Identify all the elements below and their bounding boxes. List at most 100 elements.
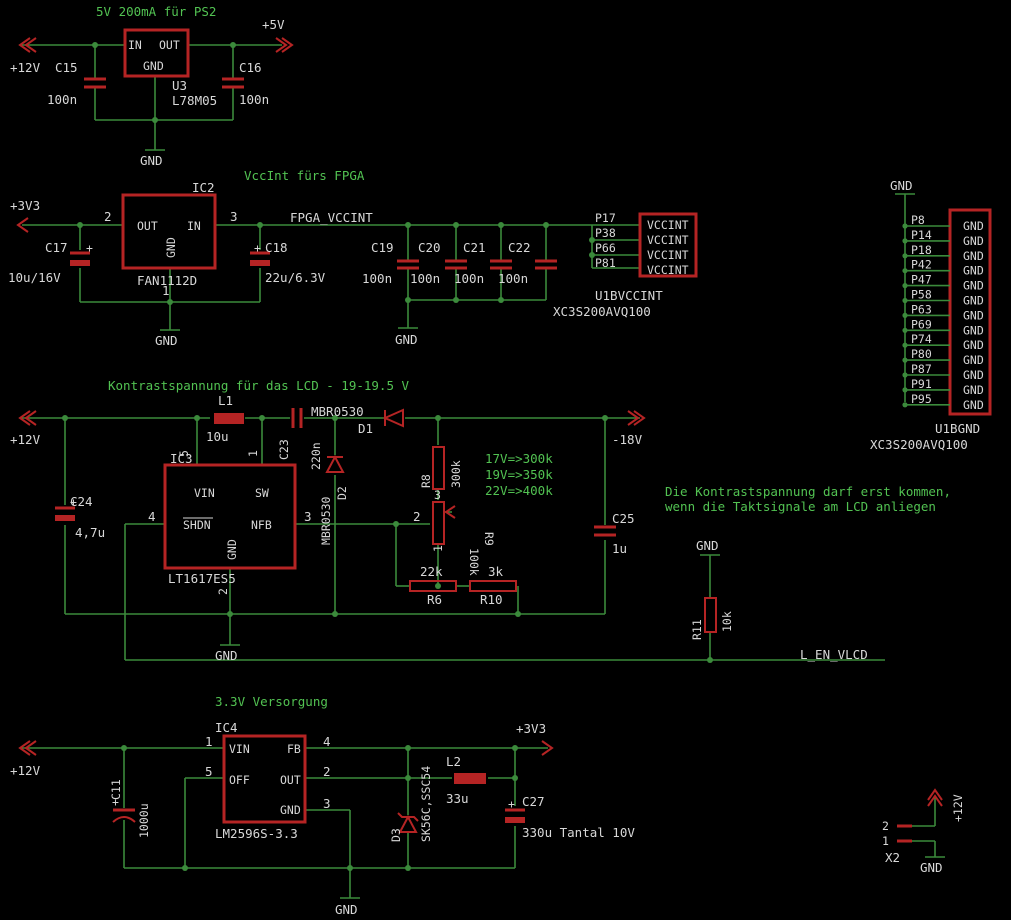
c27-value: 330u Tantal 10V — [522, 825, 635, 840]
note-hint-2: wenn die Taktsignale am LCD anliegen — [665, 499, 936, 514]
ic2-pin3: 3 — [230, 209, 238, 224]
l2-body — [454, 773, 486, 784]
gnd-pin-junction — [902, 372, 908, 378]
c22-value: 100n — [498, 271, 528, 286]
r9-value: 100k — [467, 548, 481, 576]
c19-value: 100n — [362, 271, 392, 286]
c27-ref: C27 — [522, 794, 545, 809]
gnd-u1bgnd: GND — [890, 178, 913, 193]
r9-body — [432, 501, 445, 545]
c23-value: 220n — [309, 442, 323, 470]
r9-ref: R9 — [482, 532, 496, 546]
gnd-pin-label: GND — [963, 294, 984, 308]
r11-value: 10k — [720, 611, 734, 632]
r8-body — [432, 446, 445, 490]
c18-value: 22u/6.3V — [265, 270, 326, 285]
svg-text:+: + — [86, 241, 93, 255]
ic3-gnd: GND — [225, 539, 239, 560]
ic3-pin4: 4 — [148, 509, 156, 524]
ic4-body — [222, 734, 307, 824]
gnd-pin-number: P80 — [911, 347, 932, 361]
r6-value: 22k — [420, 564, 443, 579]
pin-p17: P17 — [595, 211, 616, 225]
gnd-pin-number: P69 — [911, 317, 932, 331]
u1b-gnd-value: XC3S200AVQ100 — [870, 437, 968, 452]
r8-value: 300k — [449, 460, 463, 488]
supply-arrow-3v3-1 — [16, 217, 29, 233]
u3-out: OUT — [159, 38, 180, 52]
ic3-shdn: SHDN — [183, 518, 211, 532]
c25-ref: C25 — [612, 511, 635, 526]
pin-p81: P81 — [595, 256, 616, 270]
u3-value: L78M05 — [172, 93, 217, 108]
gnd-pin-label: GND — [963, 323, 984, 337]
svg-text:+: + — [70, 495, 77, 509]
c16-ref: C16 — [239, 60, 262, 75]
ic4-pin1: 1 — [205, 734, 213, 749]
vccint-lbl-2: VCCINT — [647, 233, 689, 247]
supply-arrow-5v — [275, 37, 294, 53]
c15-value: 100n — [47, 92, 77, 107]
ic2-out: OUT — [137, 219, 158, 233]
c19-ref: C19 — [371, 240, 394, 255]
gnd-vccint-2: GND — [395, 332, 418, 347]
ic4-out: OUT — [280, 773, 301, 787]
gnd-pin-junction — [902, 357, 908, 363]
gnd-pin-number: P95 — [911, 392, 932, 406]
gnd-pin-junction — [902, 312, 908, 318]
u3-ref: U3 — [172, 78, 187, 93]
ic4-value: LM2596S-3.3 — [215, 826, 298, 841]
ic2-body — [121, 193, 217, 270]
c20-value: 100n — [410, 271, 440, 286]
label-m18v: -18V — [612, 432, 643, 447]
wires-kontrast — [22, 417, 885, 661]
c11-value: 1000u — [137, 803, 151, 838]
pin-p38: P38 — [595, 226, 616, 240]
u1b-vccint-body — [638, 212, 698, 278]
label-12v-2: +12V — [10, 432, 41, 447]
ic2-gnd: GND — [164, 237, 178, 258]
ic3-pin5: 5 — [177, 450, 191, 457]
l2-value: 33u — [446, 791, 469, 806]
ic4-gnd: GND — [280, 803, 301, 817]
ic2-in: IN — [187, 219, 201, 233]
d3-ref: D3 — [389, 828, 403, 842]
x2-connector — [897, 788, 945, 858]
gnd-pin-number: P42 — [911, 258, 932, 272]
svg-text:+: + — [112, 795, 119, 809]
gnd-pin-number: P74 — [911, 332, 932, 346]
u3-gnd: GND — [143, 59, 164, 73]
u1b-vccint-ref: U1BVCCINT — [595, 288, 663, 303]
gnd-pin-junction — [902, 283, 908, 289]
ic4-ref: IC4 — [215, 720, 238, 735]
supply-arrow-m18v — [627, 410, 646, 426]
note-22v: 22V=>400k — [485, 483, 553, 498]
ic2-value: FAN1112D — [137, 273, 197, 288]
l1-ref: L1 — [218, 393, 233, 408]
r6-body — [409, 580, 457, 592]
vccint-lbl-3: VCCINT — [647, 248, 689, 262]
d1-symbol — [382, 408, 404, 428]
d1-ref: D1 — [358, 421, 373, 436]
ic3-sw: SW — [255, 486, 269, 500]
label-12v-x2: +12V — [951, 794, 965, 822]
title-ps2: 5V 200mA für PS2 — [96, 4, 216, 19]
net-fpga-vccint: FPGA_VCCINT — [290, 210, 373, 225]
gnd-pin-junction — [902, 342, 908, 348]
ic2-pin1: 1 — [162, 283, 170, 298]
c24-ref: C24 — [70, 494, 93, 509]
vccint-lbl-1: VCCINT — [647, 218, 689, 232]
ic2-pin2: 2 — [104, 209, 112, 224]
d1-part: MBR0530 — [311, 404, 364, 419]
vccint-lbl-4: VCCINT — [647, 263, 689, 277]
gnd-pin-label: GND — [963, 398, 984, 412]
label-3v3-1: +3V3 — [10, 198, 40, 213]
ic4-pin4: 4 — [323, 734, 331, 749]
c16-value: 100n — [239, 92, 269, 107]
gnd-pin-number: P87 — [911, 362, 932, 376]
label-12v-1: +12V — [10, 60, 41, 75]
r9-pin3: 3 — [434, 488, 441, 502]
r9-wiper-arrow — [444, 505, 456, 519]
gnd-pin-label: GND — [963, 279, 984, 293]
